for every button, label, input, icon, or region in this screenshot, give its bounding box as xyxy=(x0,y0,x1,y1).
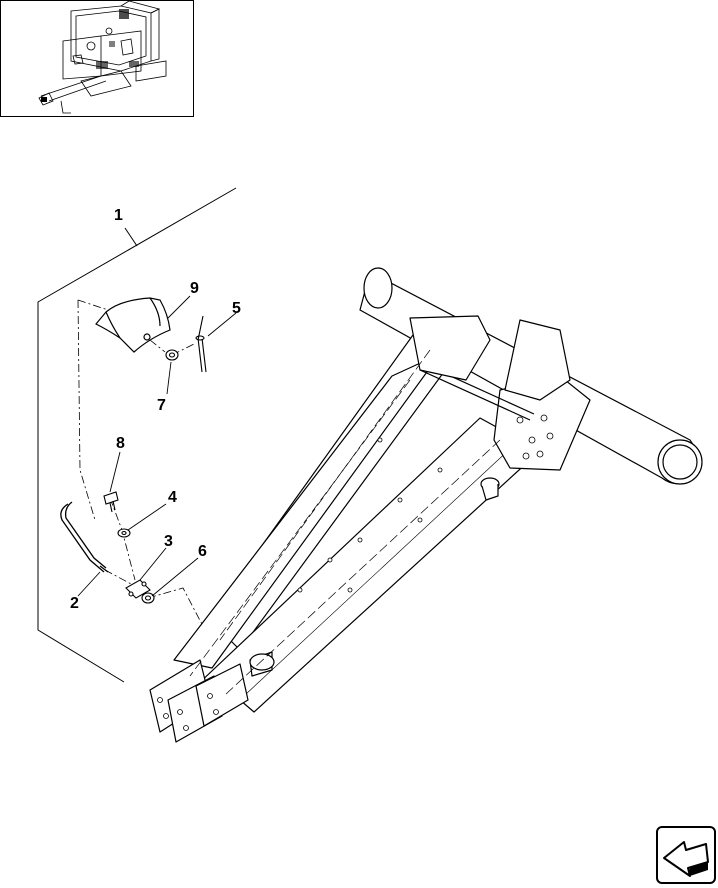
panel-outline xyxy=(37,187,237,683)
rod-part xyxy=(60,501,109,573)
callout-2: 2 xyxy=(70,595,79,612)
next-page-button[interactable] xyxy=(656,826,716,884)
overview-thumbnail xyxy=(0,0,194,117)
bolt-part xyxy=(103,491,119,513)
callout-9: 9 xyxy=(190,280,199,297)
shield-part xyxy=(95,297,171,353)
callout-8: 8 xyxy=(116,435,125,452)
callout-1: 1 xyxy=(114,207,123,224)
leader-lines xyxy=(77,295,237,597)
callout-4: 4 xyxy=(168,489,177,506)
hidden-lines xyxy=(189,349,501,695)
callout-7: 7 xyxy=(157,397,166,414)
washer-part-4 xyxy=(117,528,131,538)
assembly-lines xyxy=(77,299,206,631)
clamp-part xyxy=(125,579,151,599)
callout-6: 6 xyxy=(198,543,207,560)
pin-part xyxy=(195,315,207,373)
callout-3: 3 xyxy=(164,533,173,550)
next-page-arrow-icon xyxy=(663,841,709,877)
washer-part-7 xyxy=(165,349,179,361)
drawbar-frame xyxy=(149,267,703,743)
callout-5: 5 xyxy=(232,300,241,317)
washer-part-6 xyxy=(141,592,155,604)
baler-overview-image xyxy=(38,0,167,114)
frame-holes xyxy=(157,414,554,731)
callout-labels: 1 9 5 7 8 4 3 6 2 xyxy=(70,207,241,612)
